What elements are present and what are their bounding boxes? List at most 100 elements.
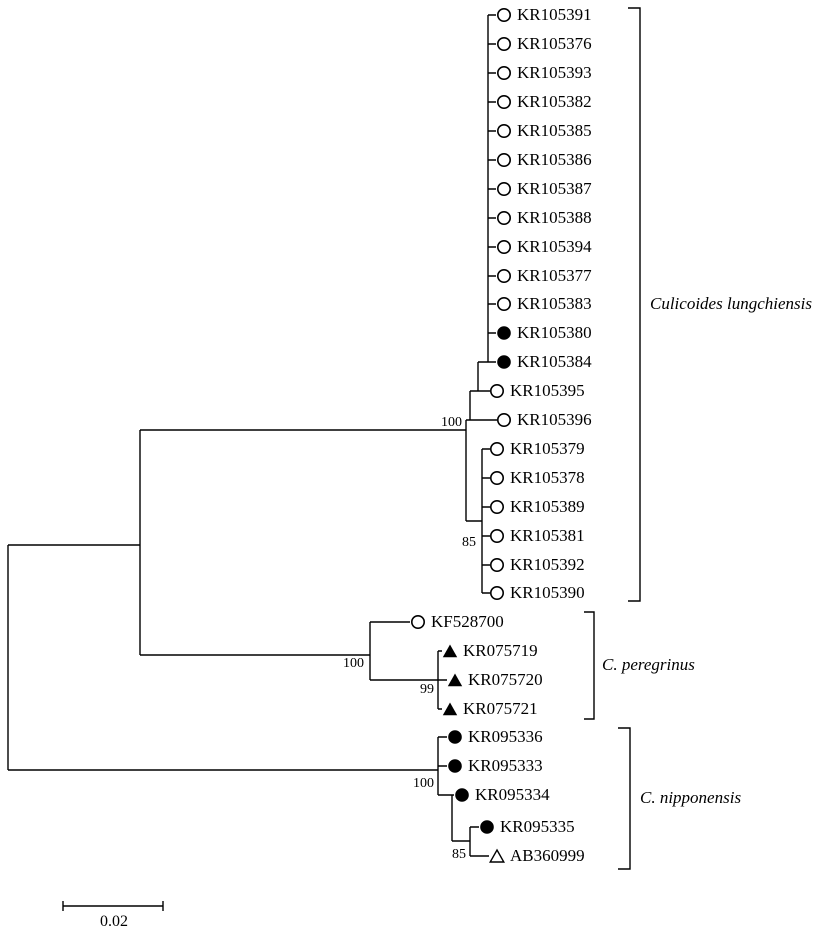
taxon-label: KR095336 — [468, 727, 543, 746]
taxon-leaf: KR105386 — [496, 151, 592, 169]
taxon-leaf: KR105378 — [489, 469, 585, 487]
taxon-label: KF528700 — [431, 612, 504, 631]
taxon-label: KR105378 — [510, 468, 585, 487]
taxon-leaf: KR105377 — [496, 267, 592, 285]
taxon-label: KR105395 — [510, 381, 585, 400]
open-circle-icon — [489, 528, 505, 544]
taxon-leaf: KR105383 — [496, 295, 592, 313]
taxon-label: KR105382 — [517, 92, 592, 111]
taxon-leaf: KR105396 — [496, 411, 592, 429]
clade-branches-peregrinus — [369, 621, 447, 710]
open-circle-icon — [489, 499, 505, 515]
taxon-label: KR095334 — [475, 785, 550, 804]
open-circle-icon — [489, 383, 505, 399]
taxon-leaf: KR105385 — [496, 122, 592, 140]
taxon-leaf: KR105382 — [496, 93, 592, 111]
open-circle-icon — [496, 210, 512, 226]
bootstrap-value: 99 — [420, 682, 434, 697]
taxon-leaf: KR075721 — [442, 700, 538, 718]
taxon-label: KR075719 — [463, 641, 538, 660]
taxon-label: KR105386 — [517, 150, 592, 169]
open-circle-icon — [496, 123, 512, 139]
taxon-leaf: KR105389 — [489, 498, 585, 516]
taxon-label: KR105392 — [510, 555, 585, 574]
taxon-label: KR105383 — [517, 294, 592, 313]
taxon-label: KR105384 — [517, 352, 592, 371]
taxon-label: KR105380 — [517, 323, 592, 342]
open-triangle-icon — [489, 848, 505, 864]
taxon-leaf: KR095336 — [447, 728, 543, 746]
taxon-label: AB360999 — [510, 846, 585, 865]
open-circle-icon — [496, 296, 512, 312]
taxon-leaf: KR075720 — [447, 671, 543, 689]
open-circle-icon — [496, 181, 512, 197]
filled-circle-icon — [479, 819, 495, 835]
taxon-label: KR105393 — [517, 63, 592, 82]
taxon-leaf: KR105381 — [489, 527, 585, 545]
taxon-label: KR105376 — [517, 34, 592, 53]
taxon-leaf: KR105394 — [496, 238, 592, 256]
taxon-leaf: KR105384 — [496, 353, 592, 371]
taxon-leaf: KR105393 — [496, 64, 592, 82]
taxon-label: KR105396 — [517, 410, 592, 429]
taxon-leaf: KR105392 — [489, 556, 585, 574]
clade-bracket-lungchiensis — [628, 7, 641, 602]
taxon-leaf: KR105395 — [489, 382, 585, 400]
open-circle-icon — [496, 152, 512, 168]
filled-triangle-icon — [442, 701, 458, 717]
clade-bracket-nipponensis — [618, 727, 631, 870]
backbone-branches — [7, 430, 438, 771]
taxon-label: KR105377 — [517, 266, 592, 285]
open-circle-icon — [489, 585, 505, 601]
taxon-label: KR095333 — [468, 756, 543, 775]
open-circle-icon — [496, 239, 512, 255]
taxon-label: KR105385 — [517, 121, 592, 140]
bootstrap-value: 85 — [452, 847, 466, 862]
taxon-label: KR105381 — [510, 526, 585, 545]
taxon-leaf: KR095333 — [447, 757, 543, 775]
taxon-leaf: AB360999 — [489, 847, 585, 865]
taxon-label: KR105389 — [510, 497, 585, 516]
filled-triangle-icon — [442, 643, 458, 659]
scale-bar-label: 0.02 — [100, 913, 128, 930]
taxon-leaf: KR095335 — [479, 818, 575, 836]
taxon-leaf: KR105387 — [496, 180, 592, 198]
taxon-label: KR095335 — [500, 817, 575, 836]
open-circle-icon — [496, 36, 512, 52]
taxon-leaf: KR105379 — [489, 440, 585, 458]
filled-circle-icon — [447, 758, 463, 774]
open-circle-icon — [410, 614, 426, 630]
clade-bracket-peregrinus — [584, 611, 595, 720]
filled-circle-icon — [496, 325, 512, 341]
taxon-leaf: KR095334 — [454, 786, 550, 804]
clade-label: Culicoides lungchiensis — [650, 294, 812, 313]
taxon-leaf: KR105390 — [489, 584, 585, 602]
clade-label: C. peregrinus — [602, 655, 695, 674]
taxon-leaf: KR075719 — [442, 642, 538, 660]
taxon-leaf: KR105391 — [496, 6, 592, 24]
open-circle-icon — [489, 441, 505, 457]
filled-circle-icon — [454, 787, 470, 803]
open-circle-icon — [489, 557, 505, 573]
open-circle-icon — [496, 412, 512, 428]
open-circle-icon — [496, 65, 512, 81]
filled-circle-icon — [496, 354, 512, 370]
taxon-label: KR105387 — [517, 179, 592, 198]
taxon-label: KR075721 — [463, 699, 538, 718]
clade-branches-nipponensis — [437, 736, 489, 857]
taxon-leaf: KR105388 — [496, 209, 592, 227]
bootstrap-value: 100 — [343, 656, 364, 671]
filled-circle-icon — [447, 729, 463, 745]
bootstrap-value: 100 — [413, 776, 434, 791]
taxon-label: KR105388 — [517, 208, 592, 227]
scale-bar — [62, 901, 164, 911]
open-circle-icon — [489, 470, 505, 486]
taxon-leaf: KR105376 — [496, 35, 592, 53]
open-circle-icon — [496, 94, 512, 110]
taxon-label: KR105379 — [510, 439, 585, 458]
taxon-label: KR105390 — [510, 583, 585, 602]
open-circle-icon — [496, 268, 512, 284]
taxon-label: KR075720 — [468, 670, 543, 689]
